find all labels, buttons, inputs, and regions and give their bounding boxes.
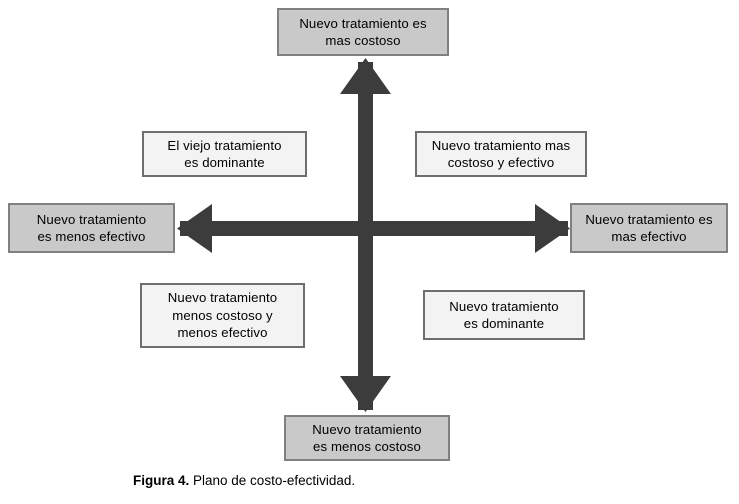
figure-caption-text: Plano de costo-efectividad. (189, 473, 356, 488)
axis-label-less-costly-text: Nuevo tratamiento es menos costoso (312, 421, 422, 454)
figure-caption-label: Figura 4. (133, 473, 190, 488)
axis-label-less-costly: Nuevo tratamiento es menos costoso (284, 415, 450, 461)
quadrant-new-treatment-dominant-text: Nuevo tratamiento es dominante (449, 298, 559, 331)
axis-label-more-effective: Nuevo tratamiento es mas efectivo (570, 203, 728, 253)
quadrant-new-treatment-costlier-and-effective-text: Nuevo tratamiento mas costoso y efectivo (431, 137, 571, 170)
quadrant-new-treatment-costlier-and-effective: Nuevo tratamiento mas costoso y efectivo (415, 131, 587, 177)
axis-label-more-costly: Nuevo tratamiento es mas costoso (277, 8, 449, 56)
quadrant-old-treatment-dominant: El viejo tratamiento es dominante (142, 131, 307, 177)
axis-label-less-effective: Nuevo tratamiento es menos efectivo (8, 203, 175, 253)
quadrant-new-treatment-cheaper-and-less-effective-text: Nuevo tratamiento menos costoso y menos … (167, 290, 278, 341)
axis-label-less-effective-text: Nuevo tratamiento es menos efectivo (36, 211, 147, 244)
quadrant-old-treatment-dominant-text: El viejo tratamiento es dominante (167, 137, 282, 170)
axis-label-more-effective-text: Nuevo tratamiento es mas efectivo (585, 211, 713, 244)
vertical-axis-arrow (340, 58, 391, 412)
axis-label-more-costly-text: Nuevo tratamiento es mas costoso (299, 15, 427, 48)
quadrant-new-treatment-cheaper-and-less-effective: Nuevo tratamiento menos costoso y menos … (140, 283, 305, 348)
horizontal-axis-arrow (177, 204, 570, 253)
figure-caption: Figura 4. Plano de costo-efectividad. (133, 472, 355, 490)
quadrant-new-treatment-dominant: Nuevo tratamiento es dominante (423, 290, 585, 340)
